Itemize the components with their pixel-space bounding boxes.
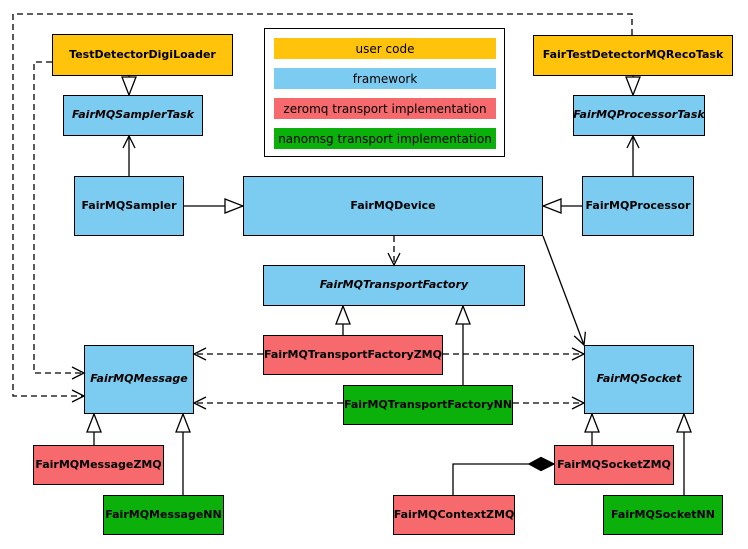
node-fairmq-processor-task: FairMQProcessorTask [573, 95, 705, 136]
node-fairmq-sampler: FairMQSampler [74, 176, 184, 236]
legend-item-nanomsg: nanomsg transport implementation [274, 128, 496, 149]
edge-device-uses-socket [542, 235, 587, 347]
legend-item-zeromq: zeromq transport implementation [274, 98, 496, 119]
edge-socketzmq-owns-contextzmq [452, 464, 554, 495]
node-fairmq-transport-factory: FairMQTransportFactory [263, 265, 525, 306]
node-fairmq-message-zmq: FairMQMessageZMQ [33, 445, 164, 485]
node-fairmq-context-zmq: FairMQContextZMQ [393, 495, 515, 535]
node-fairmq-processor: FairMQProcessor [582, 176, 694, 236]
node-fairmq-transport-factory-zmq: FairMQTransportFactoryZMQ [263, 335, 443, 375]
node-fairmq-socket: FairMQSocket [584, 345, 694, 414]
node-fair-test-detector-mq-reco-task: FairTestDetectorMQRecoTask [533, 35, 733, 76]
node-fairmq-transport-factory-nn: FairMQTransportFactoryNN [343, 385, 513, 425]
node-fairmq-message: FairMQMessage [84, 345, 194, 414]
node-fairmq-message-nn: FairMQMessageNN [103, 495, 224, 535]
node-fairmq-sampler-task: FairMQSamplerTask [63, 95, 203, 136]
node-test-detector-digi-loader: TestDetectorDigiLoader [52, 34, 233, 76]
node-fairmq-socket-zmq: FairMQSocketZMQ [554, 445, 674, 485]
node-fairmq-socket-nn: FairMQSocketNN [603, 495, 723, 535]
legend-box: user code framework zeromq transport imple… [264, 28, 505, 157]
legend-item-framework: framework [274, 68, 496, 89]
node-fairmq-device: FairMQDevice [243, 176, 543, 236]
legend-item-user_code: user code [274, 38, 496, 59]
